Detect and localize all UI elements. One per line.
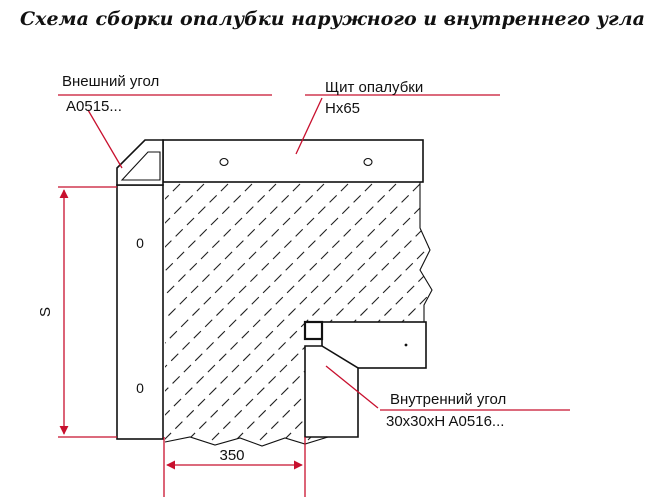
dimension-s-label: S xyxy=(37,307,54,317)
hatch-line xyxy=(165,182,432,441)
hatch-line xyxy=(187,182,432,441)
hatch-line xyxy=(165,182,432,441)
concrete-break-line xyxy=(419,182,433,322)
hatch-line xyxy=(476,20,671,440)
panel-code: Hx65 xyxy=(325,100,360,117)
hatch-line xyxy=(235,182,432,441)
panel-hole xyxy=(363,157,373,167)
outer-corner-code: A0515... xyxy=(66,98,122,115)
hatch-line xyxy=(165,182,432,441)
panel-name: Щит опалубки xyxy=(325,79,423,96)
panel-hole-mark: 0 xyxy=(136,235,144,251)
inner-corner-leader-diagonal xyxy=(325,365,379,409)
concrete-bottom-break-line xyxy=(164,436,329,447)
inner-corner-name: Внутренний угол xyxy=(390,391,506,408)
hatch-line xyxy=(165,182,432,441)
hatch-line xyxy=(165,182,393,441)
hatch-line xyxy=(427,182,432,441)
hatch-line xyxy=(452,20,671,440)
hatch-line xyxy=(403,182,432,441)
hatch-line xyxy=(379,182,432,441)
panel-dot xyxy=(404,343,408,347)
inner-corner-code: 30x30xH A0516... xyxy=(386,413,504,430)
dimension-350-label: 350 xyxy=(219,447,244,464)
outer-corner-name: Внешний угол xyxy=(62,73,159,90)
hatch-line xyxy=(165,182,432,441)
outer-corner-inner-line xyxy=(120,151,161,181)
formwork-panel-vertical xyxy=(116,184,164,440)
diagram-title: Схема сборки опалубки наружного и внутре… xyxy=(20,8,645,30)
hatch-line xyxy=(165,182,417,441)
inner-corner-piece xyxy=(303,320,324,341)
outer-corner-leader-diagonal xyxy=(87,109,123,169)
panel-hole-mark: 0 xyxy=(136,380,144,396)
hatch-line xyxy=(165,182,432,441)
hatch-line xyxy=(165,182,432,441)
formwork-panel-horizontal xyxy=(162,139,424,183)
panel-hole xyxy=(219,157,229,167)
inner-corner-panel-vertical xyxy=(304,345,359,438)
hatch-line xyxy=(165,182,345,441)
panel-leader-diagonal xyxy=(295,97,323,155)
